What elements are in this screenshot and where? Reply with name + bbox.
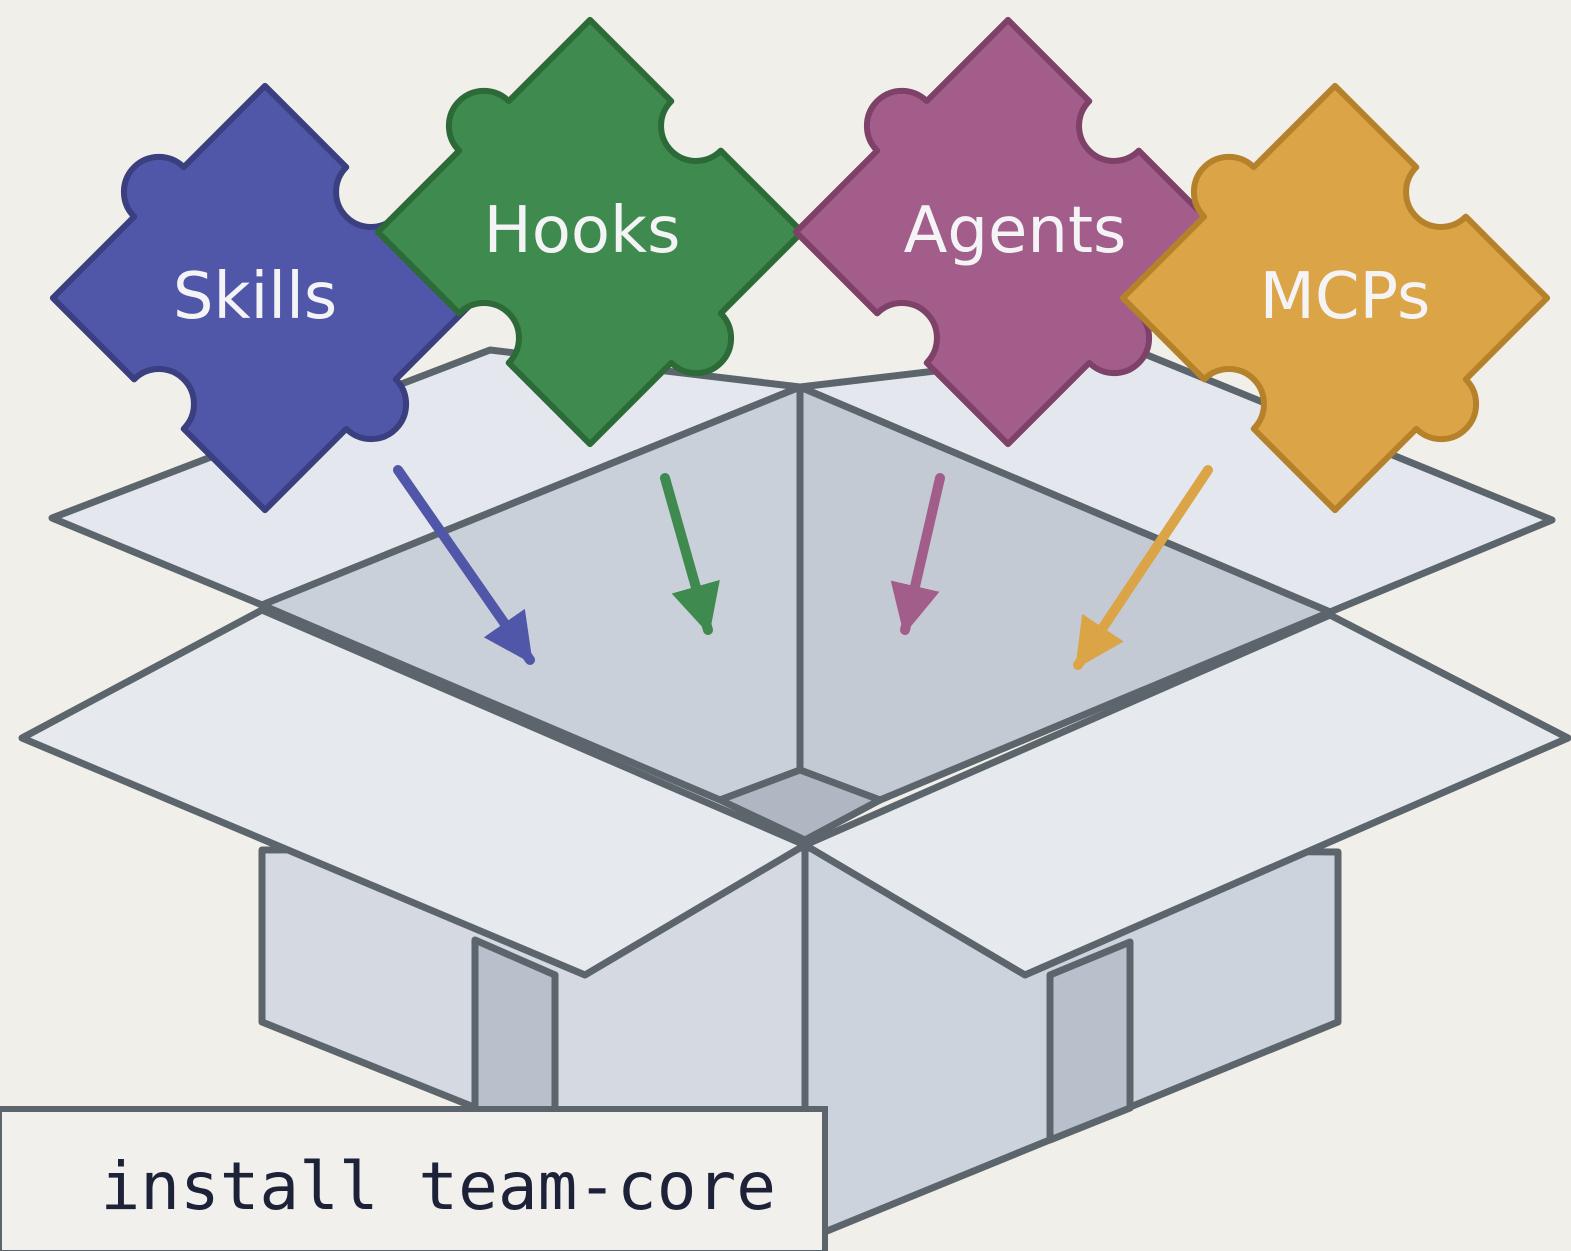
- command-text: install team-core: [100, 1148, 776, 1225]
- box-interior-floor: [716, 766, 884, 844]
- piece-label-agents: Agents: [904, 194, 1127, 268]
- arrow-mcps: [1073, 465, 1213, 670]
- box-front-right-flap: [801, 611, 1571, 979]
- piece-label-skills: Skills: [173, 260, 337, 334]
- arrow-skills: [393, 465, 535, 665]
- puzzle-piece-mcps: MCPs: [1098, 61, 1571, 535]
- command-box: install team-core: [0, 1106, 828, 1251]
- piece-label-mcps: MCPs: [1260, 260, 1431, 334]
- puzzle-piece-skills: Skills: [28, 61, 502, 535]
- arrows: [393, 465, 1213, 670]
- piece-label-hooks: Hooks: [484, 194, 681, 268]
- arrow-agents: [890, 473, 945, 635]
- box-tape-right: [1046, 938, 1134, 1144]
- puzzle-piece-hooks: Hooks: [353, 0, 827, 469]
- puzzle-piece-agents: Agents: [771, 0, 1245, 469]
- arrow-hooks: [660, 473, 720, 635]
